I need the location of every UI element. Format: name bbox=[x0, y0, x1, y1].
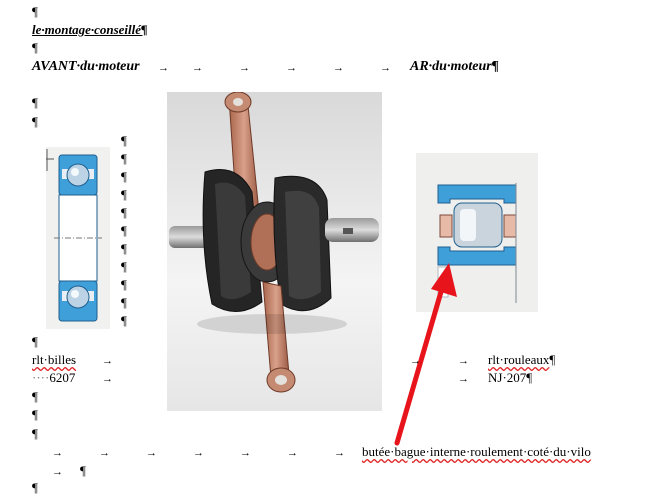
rear-label-line: AR·du·moteur¶ bbox=[410, 59, 499, 75]
crankshaft-photo-drawing bbox=[167, 91, 382, 411]
paragraph-mark: ¶ bbox=[121, 151, 127, 166]
page-title: le·montage·conseillé¶ bbox=[32, 22, 148, 38]
paragraph-mark: ¶ bbox=[121, 205, 127, 220]
tab-arrow: → bbox=[410, 355, 421, 367]
tab-arrow: → bbox=[102, 373, 113, 385]
paragraph-mark: ¶ bbox=[32, 480, 38, 495]
paragraph-mark: ¶ bbox=[121, 313, 127, 328]
paragraph-mark: ¶ bbox=[121, 259, 127, 274]
left-bearing-text: rlt·billes bbox=[32, 352, 77, 367]
left-bearing-label: rlt·billes bbox=[32, 352, 76, 368]
paragraph-mark: ¶ bbox=[121, 277, 127, 292]
paragraph-mark: ¶ bbox=[526, 370, 533, 385]
paragraph-mark: ¶ bbox=[32, 114, 38, 129]
tab-arrow: → bbox=[192, 62, 203, 74]
tab-arrow: → bbox=[380, 62, 391, 74]
tab-arrow: → bbox=[240, 447, 251, 459]
paragraph-mark: ¶ bbox=[32, 4, 38, 19]
paragraph-mark: ¶ bbox=[121, 169, 127, 184]
paragraph-mark: ¶ bbox=[32, 95, 38, 110]
annotation-arrow-icon bbox=[394, 263, 457, 446]
tab-arrow: → bbox=[158, 62, 169, 74]
paragraph-mark: ¶ bbox=[141, 22, 148, 37]
tab-arrow: → bbox=[193, 447, 204, 459]
right-bearing-text: rlt·rouleaux bbox=[488, 352, 550, 367]
ball-bearing-image bbox=[46, 147, 110, 329]
right-bearing-label: rlt·rouleaux¶ bbox=[488, 352, 555, 368]
paragraph-mark: ¶ bbox=[32, 40, 38, 55]
tab-arrow: → bbox=[52, 466, 63, 478]
orientation-line: AVANT·du·moteur bbox=[32, 59, 140, 75]
crankshaft-photo bbox=[167, 91, 382, 411]
paragraph-mark: ¶ bbox=[491, 59, 499, 74]
paragraph-mark: ¶ bbox=[80, 463, 86, 478]
tab-arrow: → bbox=[286, 62, 297, 74]
paragraph-mark: ¶ bbox=[32, 407, 38, 422]
tab-arrow: → bbox=[333, 62, 344, 74]
roller-bearing-icon bbox=[416, 153, 538, 312]
paragraph-mark: ¶ bbox=[121, 133, 127, 148]
left-bearing-ref-line: ····6207 bbox=[32, 370, 76, 385]
paragraph-mark: ¶ bbox=[32, 426, 38, 441]
tab-arrow: → bbox=[52, 447, 63, 459]
title-text: le·montage·conseillé bbox=[32, 22, 142, 37]
paragraph-mark: ¶ bbox=[549, 352, 556, 367]
tab-arrow: → bbox=[99, 447, 110, 459]
paragraph-mark: ¶ bbox=[32, 389, 38, 404]
paragraph-mark: ¶ bbox=[121, 223, 127, 238]
right-bearing-ref: NJ·207 bbox=[488, 370, 527, 385]
note-text-line: butée·bague·interne·roulement·coté·du·vi… bbox=[362, 444, 591, 460]
rear-label: AR·du·moteur bbox=[410, 59, 492, 74]
note-text: butée·bague·interne·roulement·coté·du·vi… bbox=[362, 444, 591, 459]
tab-arrow: → bbox=[146, 447, 157, 459]
paragraph-mark: ¶ bbox=[121, 187, 127, 202]
left-bearing-ref: 6207 bbox=[49, 370, 76, 385]
right-bearing-ref-line: NJ·207¶ bbox=[488, 370, 532, 386]
tab-arrow: → bbox=[287, 447, 298, 459]
paragraph-mark: ¶ bbox=[121, 295, 127, 310]
paragraph-mark: ¶ bbox=[32, 334, 38, 349]
tab-arrow: → bbox=[458, 355, 469, 367]
paragraph-mark: ¶ bbox=[121, 241, 127, 256]
ball-bearing-icon bbox=[46, 147, 110, 329]
tab-arrow: → bbox=[458, 373, 469, 385]
tab-arrow: → bbox=[239, 62, 250, 74]
front-label: AVANT·du·moteur bbox=[32, 59, 140, 74]
tab-arrow: → bbox=[334, 447, 345, 459]
tab-arrow: → bbox=[102, 355, 113, 367]
